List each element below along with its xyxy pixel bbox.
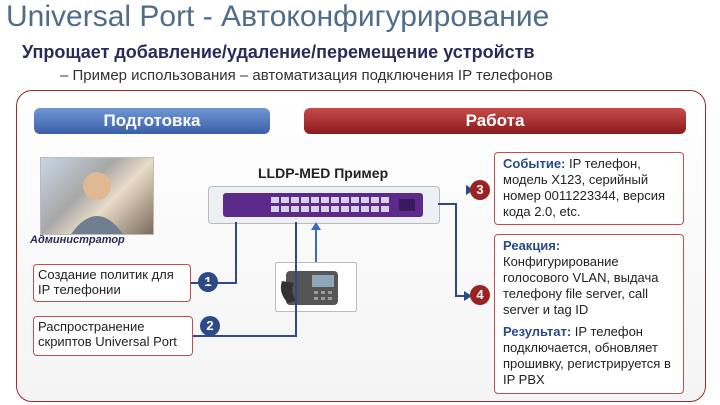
step-3-badge: 3 bbox=[470, 180, 490, 200]
administrator-label: Администратор bbox=[30, 234, 125, 246]
switch-device bbox=[208, 186, 440, 224]
slide-subtitle: Упрощает добавление/удаление/перемещение… bbox=[22, 42, 535, 62]
event-box: Событие: IP телефон, модель X123, серийн… bbox=[494, 152, 684, 225]
reaction-heading: Реакция: bbox=[503, 238, 561, 253]
event-text: IP телефон, модель X123, серийный номер … bbox=[503, 156, 665, 219]
reaction-box: Реакция: Конфигурирование голосового VLA… bbox=[494, 234, 684, 394]
person-icon bbox=[71, 172, 123, 234]
step-4-badge: 4 bbox=[470, 285, 490, 305]
tab-work[interactable]: Работа bbox=[304, 108, 686, 134]
phone-icon bbox=[280, 271, 338, 305]
result-text: IP телефон подключается, обновляет проши… bbox=[503, 324, 671, 387]
reaction-text: Конфигурирование голосового VLAN, выдача… bbox=[503, 254, 659, 317]
administrator-photo bbox=[40, 157, 154, 235]
ip-phone bbox=[275, 262, 357, 312]
step-2-badge: 2 bbox=[200, 316, 220, 336]
event-heading: Событие: bbox=[503, 156, 566, 171]
result-heading: Результат: bbox=[503, 324, 572, 339]
switch-label: LLDP-MED Пример bbox=[258, 165, 389, 181]
policy-box: Создание политик для IP телефонии bbox=[33, 264, 191, 302]
tab-preparation[interactable]: Подготовка bbox=[34, 108, 270, 134]
slide-title: Universal Port - Автоконфигурирование bbox=[6, 0, 550, 33]
network-switch-icon bbox=[223, 193, 423, 217]
bullet-text: – Пример использования – автоматизация п… bbox=[60, 67, 553, 84]
script-box: Распространение скриптов Universal Port bbox=[33, 316, 193, 356]
